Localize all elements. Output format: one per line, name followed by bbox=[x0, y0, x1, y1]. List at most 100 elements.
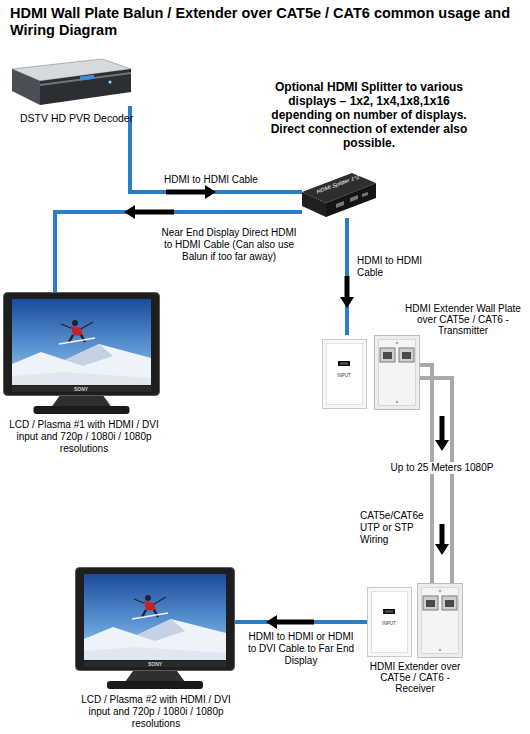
wall-plates bbox=[385, 611, 393, 613]
cable-label: Near End Display Direct HDMI to HDMI Cab… bbox=[158, 227, 300, 263]
cable-connector bbox=[420, 365, 449, 583]
arrow-head bbox=[266, 615, 277, 629]
decoder-device bbox=[40, 72, 131, 86]
tv-display bbox=[34, 406, 130, 414]
tv-display bbox=[12, 299, 151, 385]
tv-display bbox=[12, 344, 151, 385]
decoder-device bbox=[40, 69, 131, 105]
display-node: LCD / Plasma #2 with HDMI / DVI input an… bbox=[75, 567, 235, 690]
splitter-device bbox=[336, 201, 344, 208]
arrow-shaft bbox=[166, 190, 205, 195]
wall-plates bbox=[399, 348, 414, 362]
tv-display bbox=[72, 320, 78, 326]
tv-display bbox=[4, 293, 160, 415]
wall-plates bbox=[383, 609, 395, 614]
cable-label: HDMI to HDMI Cable bbox=[164, 174, 284, 185]
cable-line bbox=[235, 620, 367, 624]
splitter-node: HDMI Splitter 1*2 bbox=[302, 170, 376, 218]
cable-connector bbox=[340, 218, 354, 335]
arrow-shaft bbox=[135, 210, 174, 215]
tv-display bbox=[134, 597, 166, 604]
arrow-head bbox=[435, 544, 449, 555]
splitter-device bbox=[302, 173, 376, 217]
tv-display bbox=[59, 320, 95, 344]
wall-plates bbox=[426, 600, 435, 607]
arrow-shaft bbox=[440, 524, 445, 544]
wall-plates bbox=[368, 588, 412, 657]
wall-plates bbox=[327, 344, 363, 405]
cable-connector bbox=[55, 205, 302, 292]
wall-plates bbox=[340, 363, 348, 365]
device-label: DSTV HD PVR Decoder bbox=[20, 112, 190, 124]
arrow-shaft bbox=[345, 276, 350, 297]
note-text: Optional HDMI Splitter to various displa… bbox=[262, 80, 476, 150]
port-label: INPUT bbox=[330, 373, 358, 378]
transmitter-node bbox=[322, 335, 420, 410]
tv-display bbox=[71, 326, 83, 336]
arrow-head bbox=[124, 205, 135, 219]
splitter-device bbox=[302, 192, 326, 217]
device-label: LCD / Plasma #2 with HDMI / DVI input an… bbox=[81, 694, 231, 730]
brand-logo: SONY bbox=[142, 661, 168, 667]
second-cat-cable bbox=[420, 378, 452, 583]
wall-plates bbox=[418, 584, 463, 658]
splitter-node bbox=[302, 170, 376, 218]
splitter-device bbox=[362, 192, 368, 197]
splitter-device bbox=[350, 195, 358, 202]
wall-plates bbox=[402, 352, 411, 359]
device-label: LCD / Plasma #1 with HDMI / DVI input an… bbox=[9, 419, 159, 455]
wall-plates bbox=[372, 592, 408, 653]
cable-type-label: CAT5e/CAT6e UTP or STP Wiring bbox=[360, 510, 428, 546]
wall-plates bbox=[338, 361, 350, 366]
tv-display bbox=[137, 619, 185, 641]
tv-display bbox=[52, 396, 112, 407]
wall-plates bbox=[383, 352, 392, 359]
tv-display bbox=[76, 568, 235, 690]
tv-display bbox=[84, 661, 226, 667]
decoder-device bbox=[80, 75, 94, 81]
tv-display bbox=[61, 322, 93, 329]
cable-line bbox=[55, 212, 302, 292]
decoder-node: DSTV HD PVR Decoder bbox=[10, 58, 132, 106]
tv-display bbox=[107, 681, 203, 689]
receiver-node bbox=[367, 583, 463, 658]
diagram-title: HDMI Wall Plate Balun / Extender over CA… bbox=[10, 5, 524, 39]
decoder-node bbox=[10, 58, 132, 106]
cable-line bbox=[420, 365, 432, 583]
tv-display bbox=[132, 595, 168, 619]
tv-display bbox=[76, 568, 235, 671]
wall-plates bbox=[422, 588, 459, 654]
tv-display bbox=[125, 671, 185, 682]
cable-label: HDMI to HDMI Cable bbox=[357, 255, 429, 279]
wall-plates bbox=[375, 336, 420, 410]
transmitter-node: HDMI Extender Wall Plate over CAT5e / CA… bbox=[322, 335, 420, 410]
tv-display bbox=[4, 293, 160, 396]
tv-display bbox=[132, 613, 168, 619]
device-label: HDMI Extender Wall Plate over CAT5e / CA… bbox=[400, 303, 526, 336]
wall-plates bbox=[445, 600, 454, 607]
receiver-node: HDMI Extender over CAT5e / CAT6 - Receiv… bbox=[367, 583, 463, 658]
arrow-head bbox=[205, 185, 216, 199]
tv-display bbox=[12, 372, 151, 385]
tv-display bbox=[84, 619, 226, 660]
tv-display bbox=[145, 595, 151, 601]
display-node bbox=[3, 292, 160, 415]
arrow-head bbox=[340, 297, 354, 308]
wall-plates bbox=[323, 336, 420, 410]
tv-display bbox=[65, 344, 113, 366]
tv-display bbox=[84, 647, 226, 660]
display-node: LCD / Plasma #1 with HDMI / DVI input an… bbox=[3, 292, 160, 415]
cable-line bbox=[345, 218, 349, 335]
cable-connector bbox=[235, 615, 367, 629]
wall-plates bbox=[380, 348, 395, 362]
decoder-device bbox=[108, 80, 111, 83]
decoder-device bbox=[12, 59, 131, 105]
cable-label: Up to 25 Meters 1080P bbox=[385, 462, 499, 474]
wall-plates bbox=[396, 401, 399, 404]
wall-plates bbox=[368, 584, 463, 658]
wall-plates bbox=[379, 340, 416, 406]
display-node bbox=[75, 567, 235, 690]
arrow-head bbox=[435, 440, 449, 451]
wall-plates bbox=[396, 342, 399, 345]
